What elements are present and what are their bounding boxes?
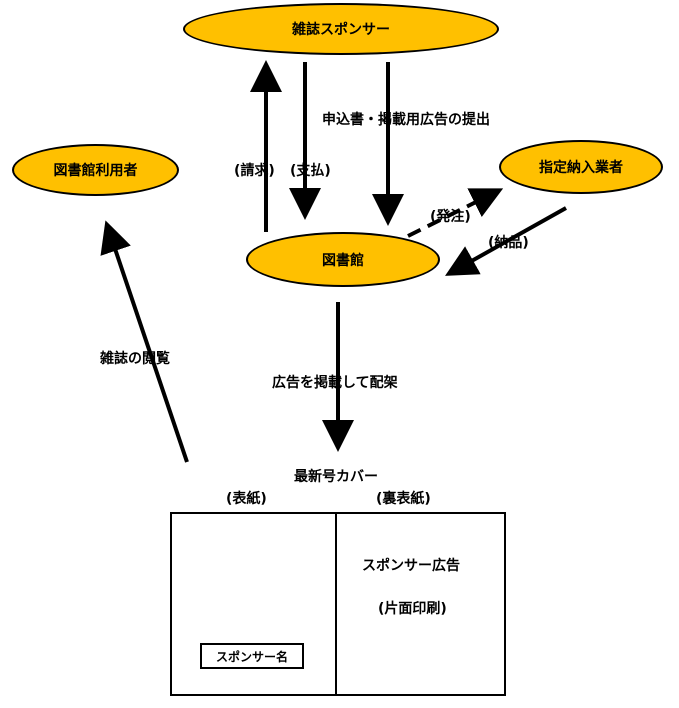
magazine-cover <box>170 512 506 696</box>
edge-label-payment: (支払) <box>290 163 331 179</box>
arrow-browse <box>100 220 189 463</box>
node-library-label: 図書館 <box>322 252 364 269</box>
edge-label-browse: 雑誌の閲覧 <box>100 351 170 367</box>
sponsor-name-box: スポンサー名 <box>200 643 304 669</box>
node-library: 図書館 <box>246 232 440 287</box>
node-magazine-sponsor: 雑誌スポンサー <box>183 3 499 55</box>
sponsor-name-label: スポンサー名 <box>215 649 288 664</box>
edge-label-delivery: (納品) <box>488 235 529 251</box>
node-library-users-label: 図書館利用者 <box>53 163 138 179</box>
node-designated-vendor: 指定納入業者 <box>499 140 663 194</box>
node-magazine-sponsor-label: 雑誌スポンサー <box>292 22 390 38</box>
cover-title: 最新号カバー <box>294 469 378 485</box>
edge-label-request: (請求) <box>234 163 275 179</box>
edge-label-order: (発注) <box>430 209 471 225</box>
edge-label-display: 広告を掲載して配架 <box>272 375 398 391</box>
arrow-delivery <box>445 206 567 276</box>
sponsor-ad-label: スポンサー広告 <box>362 558 460 574</box>
print-note-label: (片面印刷) <box>378 601 447 617</box>
front-cover-label: (表紙) <box>226 491 267 507</box>
back-cover-label: (裏表紙) <box>376 491 431 507</box>
node-designated-vendor-label: 指定納入業者 <box>539 160 623 176</box>
node-library-users: 図書館利用者 <box>12 144 179 196</box>
edge-label-submit: 申込書・掲載用広告の提出 <box>322 112 490 128</box>
arrow-order <box>407 188 504 238</box>
cover-divider <box>335 512 337 696</box>
